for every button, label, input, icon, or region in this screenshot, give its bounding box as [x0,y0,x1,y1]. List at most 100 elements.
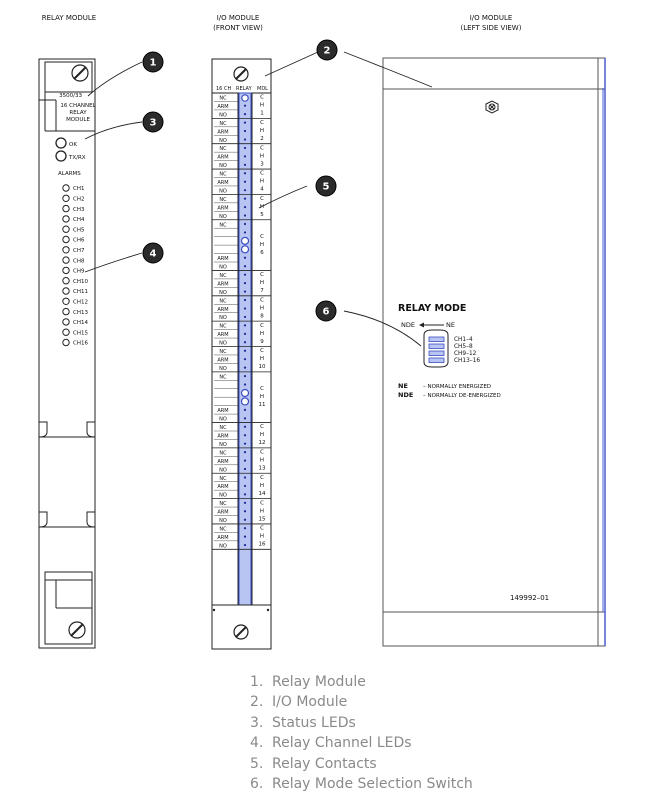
channel-letter-h: H [260,432,264,438]
channel-letter-h: H [260,356,264,362]
contact-label: NO [219,290,227,296]
contact-label: NC [219,526,227,532]
terminal-point [243,324,247,327]
txrx-led-label: TX/RX [68,155,86,161]
ne-definition-text: – NORMALLY ENERGIZED [423,384,491,390]
contact-label: ARM [217,484,228,490]
terminal-point [243,256,247,259]
channel-led-label: CH8 [73,258,85,264]
relay-module-outline [38,58,96,649]
callout-number: 4 [150,249,157,260]
terminal-point [243,442,247,445]
terminal-point [243,180,247,183]
terminal-screw-icon [240,236,250,245]
channel-led-label: CH11 [73,289,88,295]
io-bottom-screw-icon [233,624,249,640]
terminal-point [243,332,247,335]
channel-letter-c: C [260,348,264,354]
hex-screw-hole [488,103,496,111]
part-number: 149992–01 [510,594,549,602]
callout-number: 5 [323,182,330,193]
ok-led-icon [55,137,67,149]
side-notch-right [86,421,96,438]
terminal-point [243,493,247,496]
alarms-label: ALARMS [58,171,81,177]
side-notch-left [38,511,48,528]
callout-badge-2 [316,39,338,61]
module-model-label: 3500/33 [59,93,82,99]
terminal-screw-icon [240,397,250,406]
contact-label: NC [219,197,227,203]
legend-number: 1. [250,674,264,690]
terminal-point [243,366,247,369]
legend-text: Status LEDs [272,714,356,731]
channel-letter-c: C [260,475,264,481]
contact-label: NO [219,493,227,499]
legend-item-2: 2.I/O Module [250,692,630,712]
legend-item-6: 6.Relay Mode Selection Switch [250,774,630,794]
terminal-point [243,189,247,192]
channel-number-label: 14 [259,491,266,497]
terminal-point [243,307,247,310]
txrx-led-icon [55,150,67,162]
contact-label: NC [219,96,227,102]
contact-label: ARM [217,104,228,110]
callout-number: 3 [150,118,157,129]
terminal-point [243,459,247,462]
hex-screw-cross [489,104,495,110]
terminal-point [243,518,247,521]
callout-badge-5 [315,175,337,197]
channel-number-label: 5 [260,212,264,218]
terminal-point [243,231,247,234]
ok-led-label: OK [69,142,77,148]
switch-toggle [428,336,445,342]
channel-letter-h: H [260,242,264,248]
terminal-point [243,146,247,150]
callout-3-leader [84,121,143,140]
contact-label: NO [219,341,227,347]
contact-label: NC [219,146,227,152]
callout-number: 1 [150,58,157,69]
terminal-point [243,197,247,200]
contact-label: ARM [217,332,228,338]
contact-label: NC [219,425,227,431]
contact-label: NO [219,518,227,524]
channel-led-icon [62,266,70,275]
terminal-point [243,535,247,538]
nde-definition-key: NDE [398,391,413,399]
terminal-point [243,121,247,124]
module-desc-line-1: 16 CHANNEL [60,103,96,109]
side-notch-left [38,421,48,438]
contact-label: NC [219,273,227,279]
legend-text: Relay Contacts [272,755,377,772]
io-header-relay: RELAY [236,86,253,92]
mounting-hole [266,608,270,612]
contact-label: NC [219,450,227,456]
module-desc-line-2: RELAY [69,110,87,116]
channel-number-label: 2 [260,136,264,142]
terminal-point [243,214,247,217]
channel-number-label: 15 [259,516,266,522]
terminal-screw-icon [240,388,250,398]
switch-toggle [428,343,445,349]
channel-number-label: 11 [259,402,266,408]
terminal-point [243,501,247,504]
contact-label: ARM [217,129,228,135]
channel-led-icon [62,235,70,244]
bottom-screw-icon [68,621,86,639]
channel-led-label: CH4 [73,217,85,223]
terminal-point [243,163,247,166]
switch-channel-label: CH5–8 [454,344,473,350]
contact-label: ARM [217,459,228,465]
relay-mode-title: RELAY MODE [398,303,466,314]
channel-led-icon [62,225,70,233]
channel-number-label: 10 [259,364,266,370]
channel-led-label: CH14 [73,320,88,326]
contact-label: NO [219,442,227,448]
channel-led-icon [62,256,70,264]
switch-channel-label: CH9–12 [454,351,477,357]
screw-slot [73,66,87,80]
switch-channel-label: CH13–16 [454,358,480,364]
callout-badge-4 [142,242,164,264]
